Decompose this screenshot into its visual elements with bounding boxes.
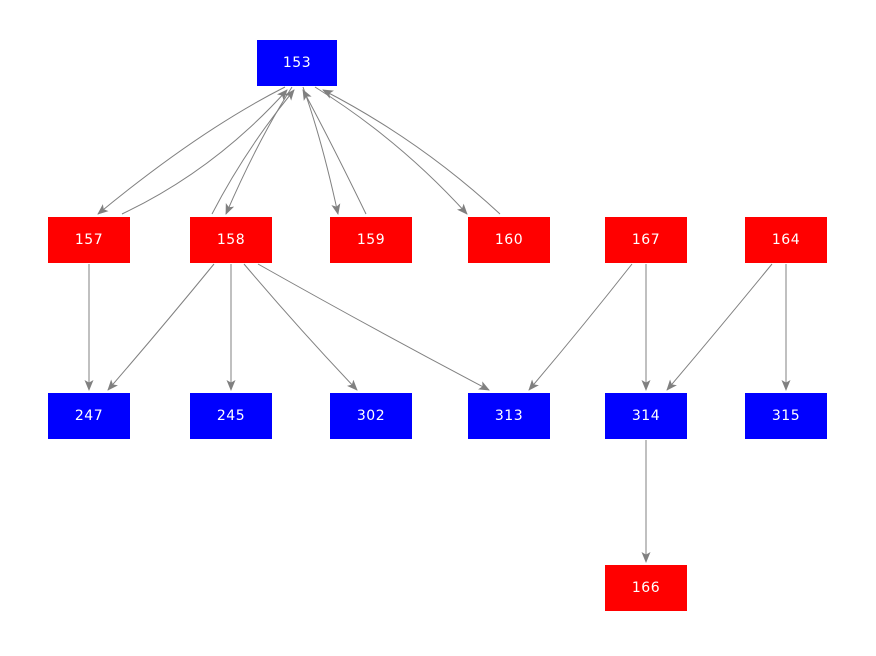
edge-153-to-157 — [97, 86, 286, 215]
node-164[interactable]: 164 — [745, 217, 827, 263]
node-label-153: 153 — [282, 55, 312, 71]
edge-160-to-153 — [322, 89, 501, 215]
edge-158-to-302 — [243, 263, 358, 391]
node-302[interactable]: 302 — [330, 393, 412, 439]
edge-158-to-153 — [211, 89, 295, 215]
node-label-160: 160 — [494, 232, 524, 248]
node-label-159: 159 — [356, 232, 386, 248]
edge-153-to-159 — [302, 86, 341, 215]
node-label-164: 164 — [771, 232, 801, 248]
node-247[interactable]: 247 — [48, 393, 130, 439]
edge-159-to-153 — [302, 89, 367, 215]
node-167[interactable]: 167 — [605, 217, 687, 263]
node-166[interactable]: 166 — [605, 565, 687, 611]
node-label-314: 314 — [631, 408, 661, 424]
node-label-315: 315 — [771, 408, 801, 424]
node-label-166: 166 — [631, 580, 661, 596]
node-314[interactable]: 314 — [605, 393, 687, 439]
node-label-247: 247 — [74, 408, 104, 424]
node-label-245: 245 — [216, 408, 246, 424]
edge-158-to-247 — [107, 263, 215, 391]
node-313[interactable]: 313 — [468, 393, 550, 439]
node-157[interactable]: 157 — [48, 217, 130, 263]
edge-153-to-160 — [314, 86, 468, 215]
edge-157-to-153 — [121, 89, 288, 215]
node-label-302: 302 — [356, 408, 386, 424]
edge-158-to-313 — [257, 263, 490, 391]
edge-167-to-313 — [528, 263, 633, 391]
node-159[interactable]: 159 — [330, 217, 412, 263]
node-label-158: 158 — [216, 232, 246, 248]
node-160[interactable]: 160 — [468, 217, 550, 263]
node-245[interactable]: 245 — [190, 393, 272, 439]
node-label-157: 157 — [74, 232, 104, 248]
node-315[interactable]: 315 — [745, 393, 827, 439]
edge-153-to-158 — [225, 86, 293, 215]
edge-164-to-314 — [666, 263, 773, 391]
node-label-313: 313 — [494, 408, 524, 424]
node-153[interactable]: 153 — [257, 40, 337, 86]
node-label-167: 167 — [631, 232, 661, 248]
edge-group — [84, 86, 791, 563]
node-158[interactable]: 158 — [190, 217, 272, 263]
